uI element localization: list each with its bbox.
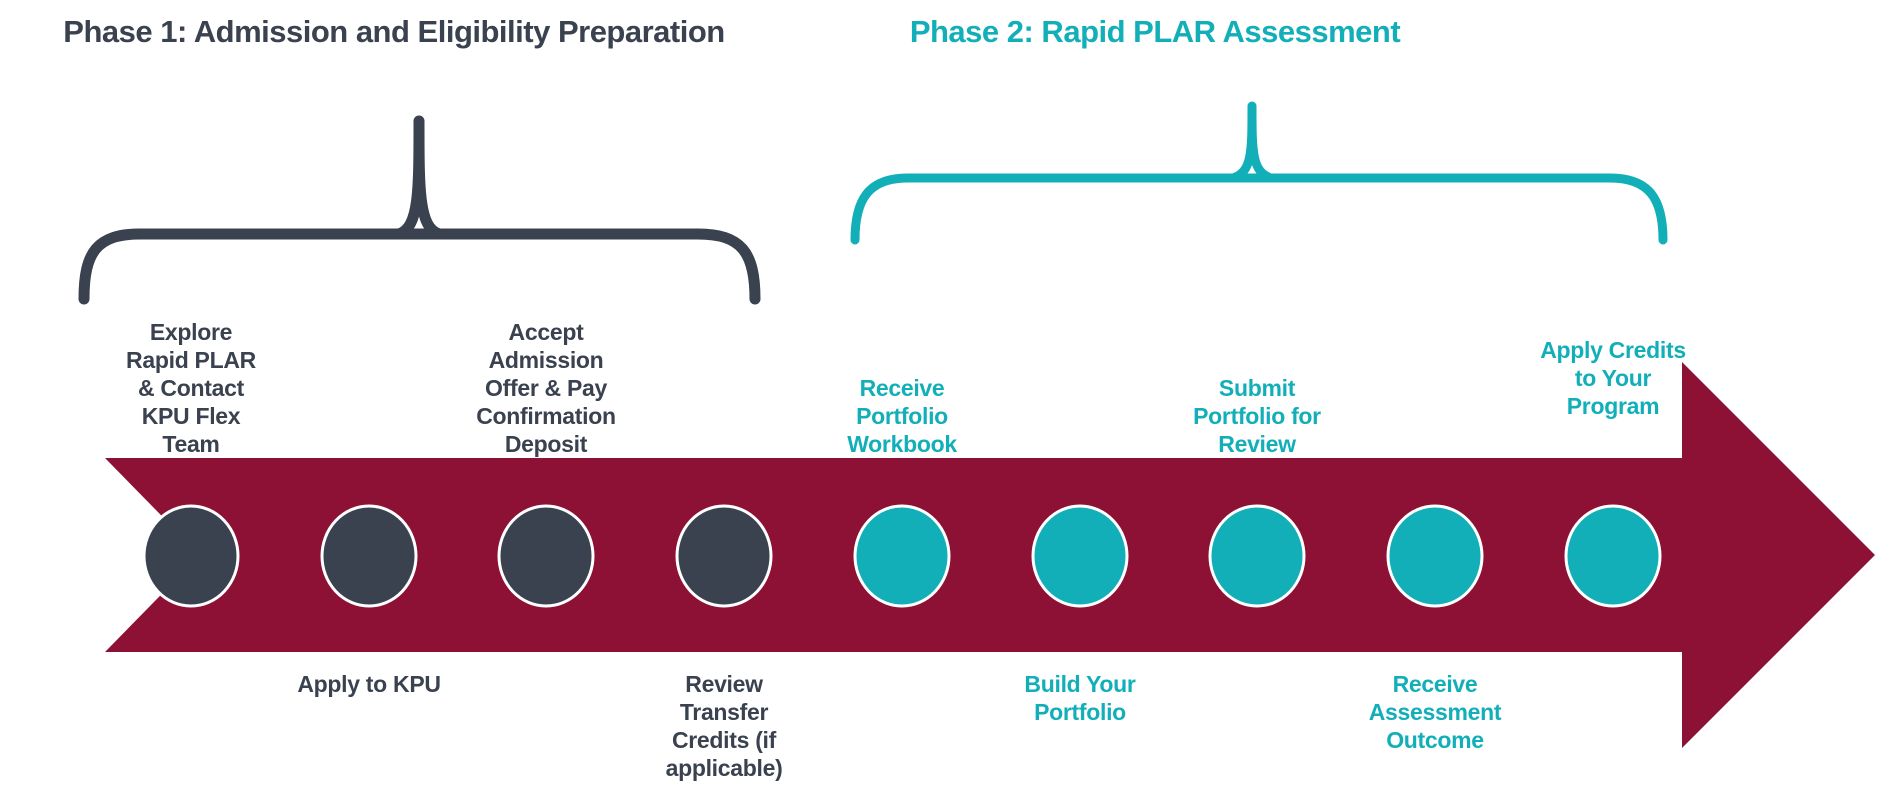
step-label-apply-to-kpu: Apply to KPU: [297, 671, 441, 697]
step-label-receive-portfolio-workbook: Receive Portfolio Workbook: [847, 375, 957, 457]
timeline-arrow: [105, 362, 1875, 748]
step-label-review-transfer-credits: Review Transfer Credits (if applicable): [665, 671, 783, 781]
phase2-title: Phase 2: Rapid PLAR Assessment: [909, 14, 1401, 49]
step-label-submit-portfolio: Submit Portfolio for Review: [1193, 375, 1321, 457]
step-circle-2: [320, 504, 418, 608]
step-circle-9: [1564, 504, 1662, 608]
phase1-brace: [78, 115, 761, 305]
step-label-explore-rapid-plar: Explore Rapid PLAR & Contact KPU Flex Te…: [126, 319, 256, 457]
step-label-accept-admission: Accept Admission Offer & Pay Confirmatio…: [476, 319, 616, 457]
step-circle-3: [497, 504, 595, 608]
step-circle-6: [1031, 504, 1129, 608]
step-circle-7: [1208, 504, 1306, 608]
step-circle-1: [142, 504, 240, 608]
step-label-build-your-portfolio: Build Your Portfolio: [1024, 671, 1136, 725]
step-circle-4: [675, 504, 773, 608]
step-circle-5: [853, 504, 951, 608]
phase1-title: Phase 1: Admission and Eligibility Prepa…: [63, 14, 725, 49]
phase2-brace: [850, 101, 1668, 245]
step-label-apply-credits: Apply Credits to Your Program: [1540, 337, 1686, 419]
step-label-receive-assessment-outcome: Receive Assessment Outcome: [1368, 671, 1502, 753]
step-circle-8: [1386, 504, 1484, 608]
